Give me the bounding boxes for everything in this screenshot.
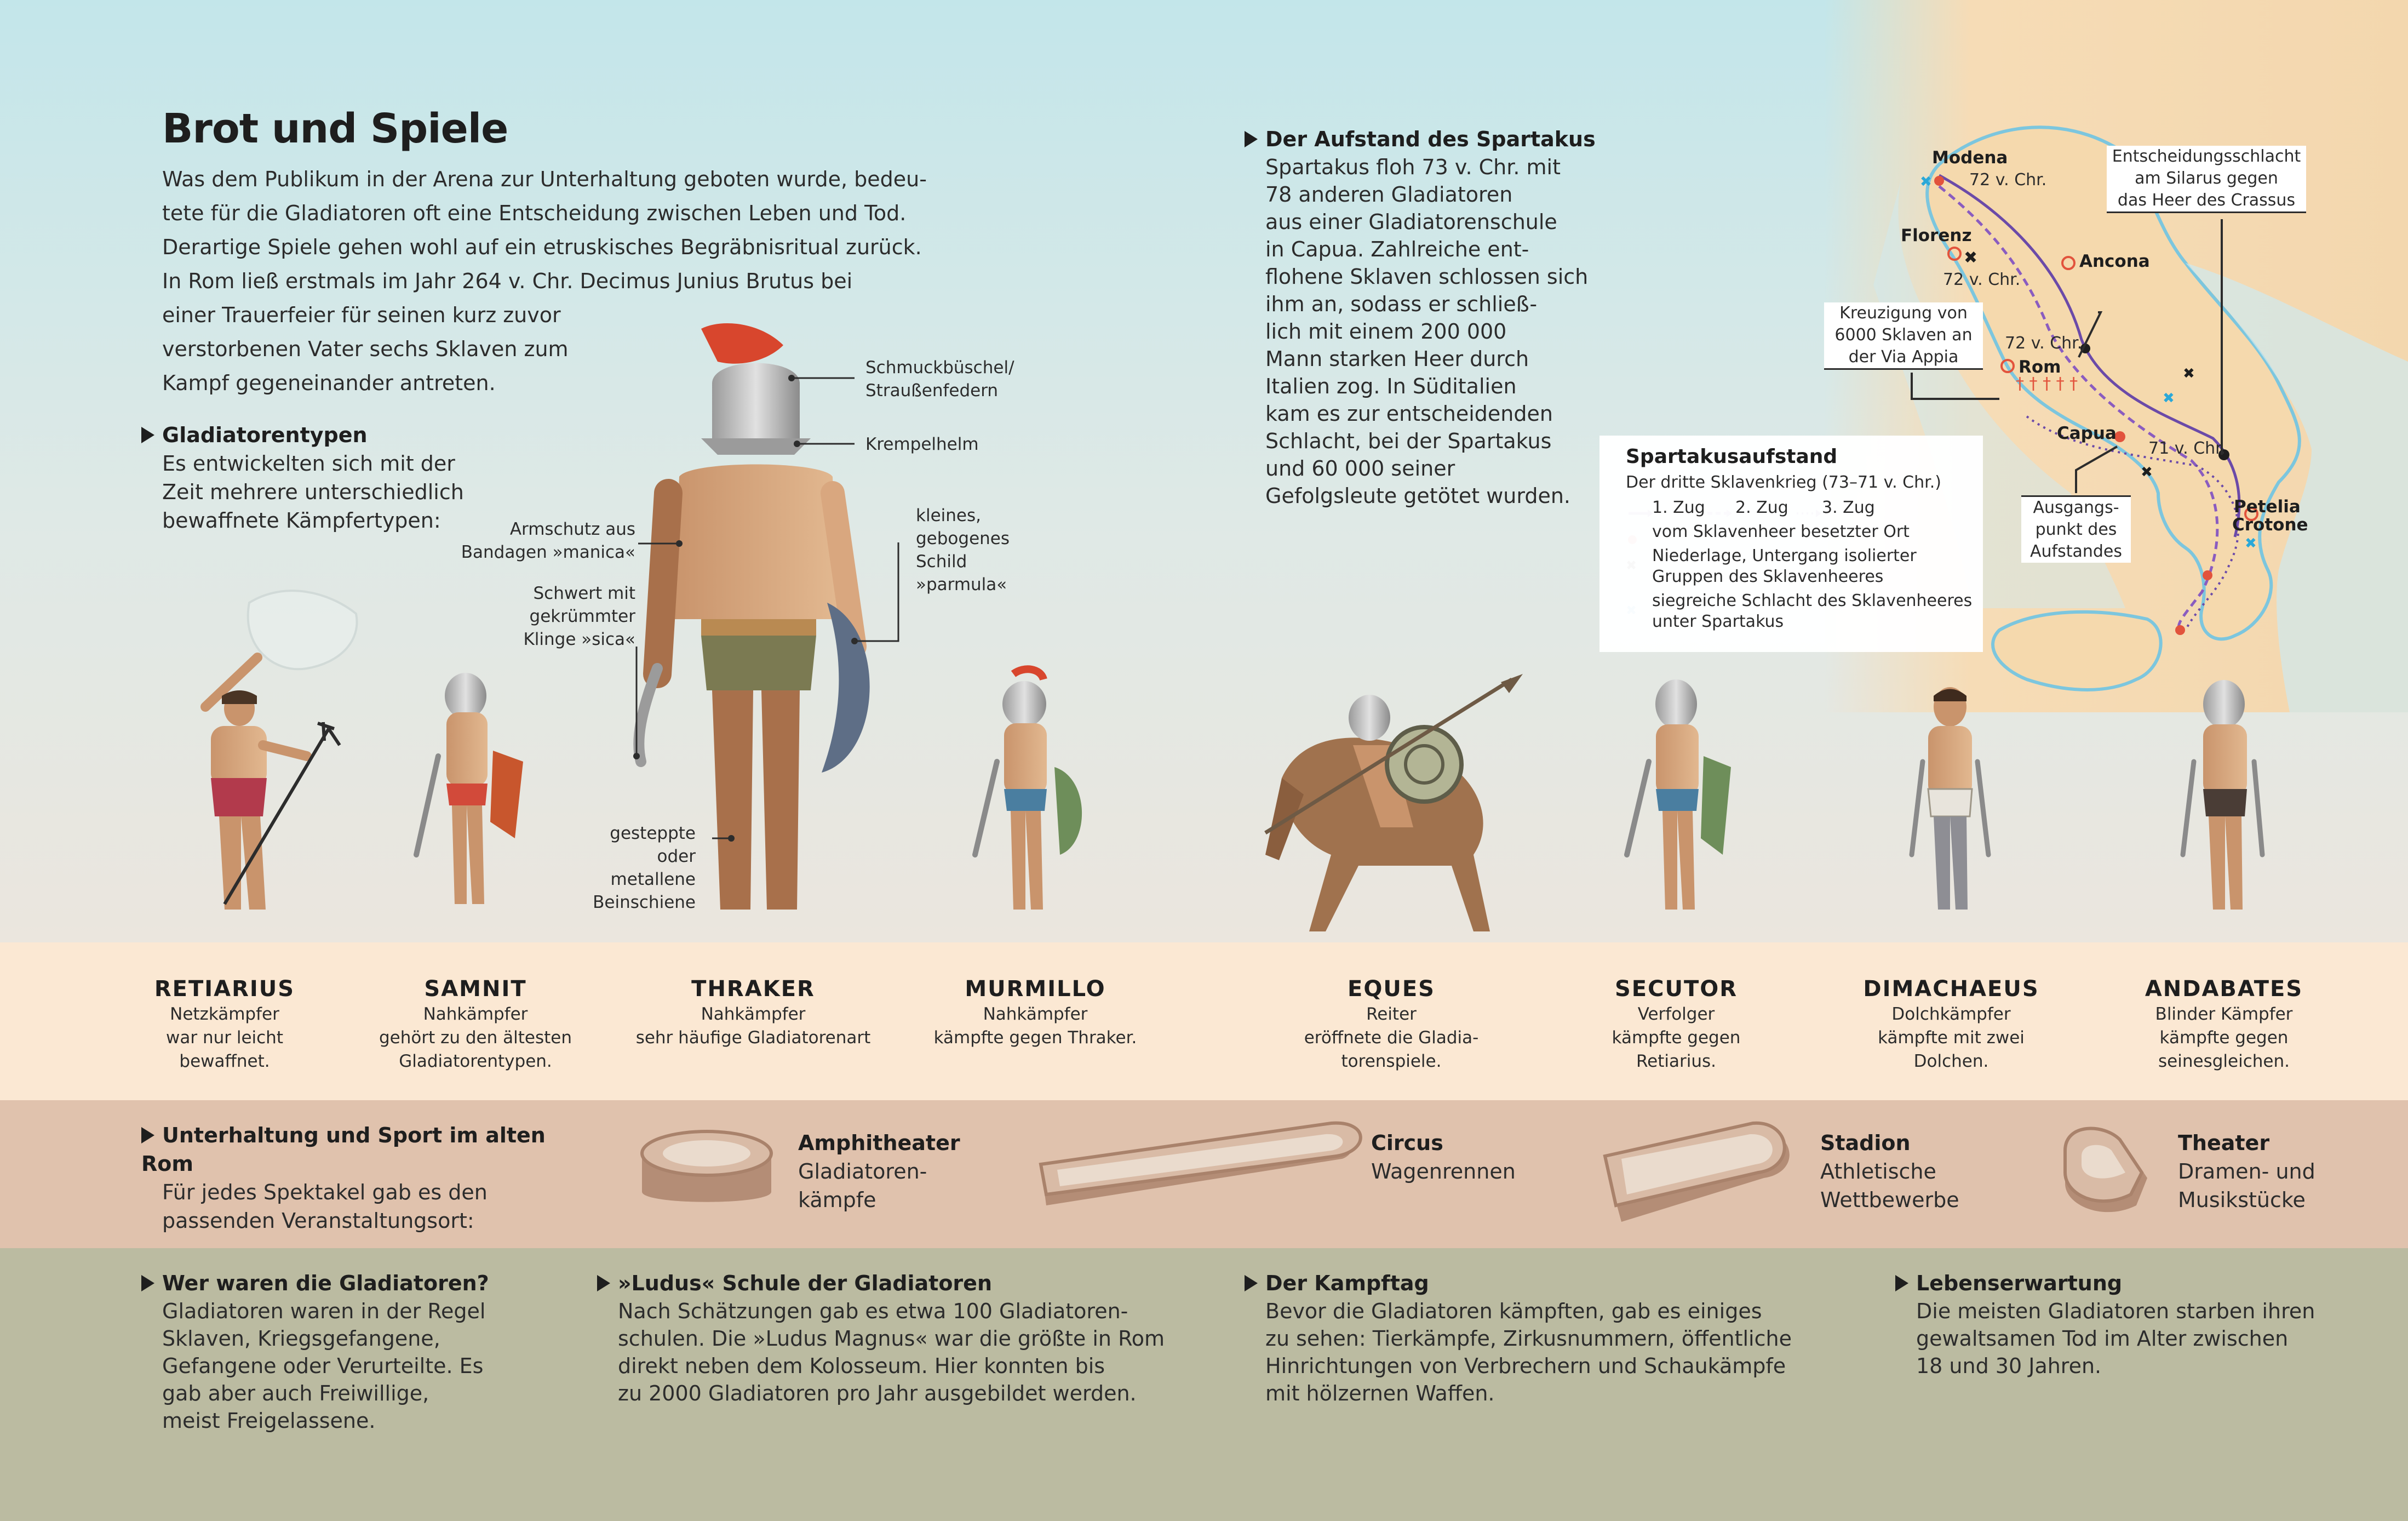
caption-andabates: ANDABATES Blinder Kämpfer kämpfte gegen … [2145,976,2303,1071]
map-date-rom: 72 v. Chr. [2005,334,2083,353]
label-shield: kleines, gebogenes Schild »parmula« [916,506,1010,594]
venue-stadion: Stadion Athletische Wettbewerbe [1820,1131,1959,1212]
intro-text: Was dem Publikum in der Arena zur Unterh… [162,167,927,395]
secutor-figure [1624,679,1731,910]
venue-circus: Circus Wagenrennen [1371,1131,1516,1183]
dimachaeus-figure [1909,687,1991,910]
map-legend-text: Spartakusaufstand Der dritte Sklavenkrie… [1626,443,1976,632]
legend-defeat: Niederlage, Untergang isolierter Gruppen… [1652,546,1917,586]
callout-ausgang: Ausgangs- punkt des Aufstandes [2021,495,2131,563]
svg-text:✖: ✖ [2141,464,2153,481]
spartacus-section: Der Aufstand des Spartakus Spartakus flo… [1245,125,1617,510]
info-lebenserwartung: Lebenserwartung Die meisten Gladiatoren … [1895,1269,2388,1380]
map-label-capua: Capua [2057,424,2117,443]
murmillo-figure [972,665,1082,910]
eques-figure [1264,674,1523,931]
svg-text:✖: ✖ [2163,390,2175,407]
thraker-figure [633,323,870,910]
map-label-modena: Modena [1932,148,2008,168]
retiarius-figure [200,590,358,910]
map-label-rom: Rom [2019,357,2061,377]
svg-text:✖: ✖ [2183,365,2195,382]
label-plume: Schmuckbüschel/ Straußenfedern [865,358,1014,401]
caption-dimachaeus: DIMACHAEUS Dolchkämpfer kämpfte mit zwei… [1863,976,2039,1071]
route-lines [1938,174,2241,631]
map-legend [1599,436,1983,652]
map-label-petelia: Petelia [2234,497,2301,517]
svg-text:† † † † †: † † † † † [2016,374,2078,393]
bullet-triangle-icon [597,1275,610,1291]
caption-thraker: THRAKER Nahkämpfer sehr häufige Gladiato… [635,976,871,1048]
callout-silarus: Entscheidungsschlacht am Silarus gegen d… [2107,146,2306,213]
legend-routes: 1. Zug 2. Zug 3. Zug [1652,498,1875,517]
bullet-triangle-icon [141,1127,154,1143]
caption-eques: EQUES Reiter eröffnete die Gladia- toren… [1304,976,1479,1071]
map-date-florenz: 72 v. Chr. [1943,270,2021,289]
venue-amphitheater: Amphitheater Gladiatoren- kämpfe [798,1131,960,1212]
legend-occupied: vom Sklavenheer besetzter Ort [1652,522,1910,541]
label-helmet: Krempelhelm [865,434,979,454]
thraker-leader-lines [635,377,899,839]
caption-samnit: SAMNIT Nahkämpfer gehört zu den ältesten… [379,976,572,1071]
gladiator-types-section: Gladiatorentypen Es entwickelten sich mi… [141,421,525,535]
map-label-ancona: Ancona [2079,251,2150,271]
bullet-triangle-icon [1895,1275,1908,1291]
map-date-south: 71 v. Chr. [2148,439,2226,458]
caption-retiarius: RETIARIUS Netzkämpfer war nur leicht bew… [154,976,295,1071]
bullet-triangle-icon [141,1275,154,1291]
bullet-triangle-icon [1245,1275,1258,1291]
svg-text:✖: ✖ [2245,535,2257,552]
venues-section: Unterhaltung und Sport im alten Rom Für … [141,1123,546,1233]
caption-secutor: SECUTOR Verfolger kämpfte gegen Retiariu… [1612,976,1741,1071]
info-kampftag: Der Kampftag Bevor die Gladiatoren kämpf… [1245,1269,1847,1407]
info-who-were-gladiators: Wer waren die Gladiatoren? Gladiatoren w… [141,1269,547,1434]
map-label-crotone: Crotone [2232,515,2308,535]
page-title: Brot und Spiele [162,105,508,152]
label-sword: Schwert mit gekrümmter Klinge »sica« [523,584,635,649]
label-greave: gesteppte oder metallene Beinschiene [593,824,696,912]
map-markers: ✖ ✖ ✖ ✖ ✖ ✖ † † † † † [1920,174,2258,635]
andabates-figure [2180,680,2265,910]
map-label-florenz: Florenz [1901,226,1972,245]
venue-icons [640,1121,2147,1222]
info-ludus: »Ludus« Schule der Gladiatoren Nach Schä… [597,1269,1200,1407]
samnit-figure [414,673,523,904]
callout-kreuzigung: Kreuzigung von 6000 Sklaven an der Via A… [1824,302,1983,370]
svg-text:✖: ✖ [1920,174,1932,190]
venue-theater: Theater Dramen- und Musikstücke [2178,1131,2315,1212]
caption-murmillo: MURMILLO Nahkämpfer kämpfte gegen Thrake… [933,976,1137,1048]
label-arm-guard: Armschutz aus Bandagen »manica« [461,519,635,562]
bullet-triangle-icon [141,427,154,443]
legend-victory: siegreiche Schlacht des Sklavenheeres un… [1652,591,1973,631]
bullet-triangle-icon [1245,131,1258,147]
map-callout-lines [1911,219,2223,493]
map-date-modena: 72 v. Chr. [1969,170,2047,190]
svg-text:✖: ✖ [1964,248,1977,267]
